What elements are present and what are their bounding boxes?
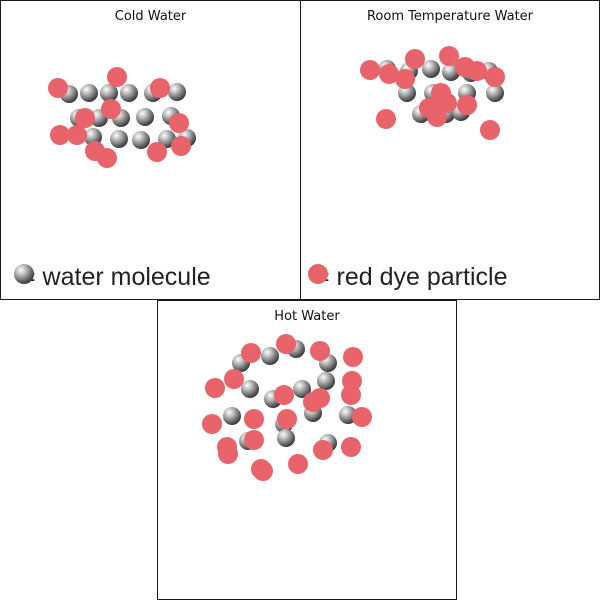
red-dye-particle [342, 371, 362, 391]
legend-water-label: = water molecule [21, 263, 211, 291]
red-dye-particle [97, 148, 117, 168]
red-dye-particle [48, 78, 68, 98]
water-molecule [100, 84, 118, 102]
water-molecule [223, 407, 241, 425]
red-dye-particle [75, 108, 95, 128]
red-dye-particle [244, 409, 264, 429]
legend-dye: = red dye particle [307, 263, 507, 292]
red-dye-particle [67, 125, 87, 145]
red-dye-particle [480, 120, 500, 140]
water-molecule [168, 83, 186, 101]
red-dye-particle [205, 378, 225, 398]
red-dye-particle [343, 347, 363, 367]
red-dye-particle [107, 67, 127, 87]
red-dye-particle [50, 125, 70, 145]
red-dye-particle [244, 430, 264, 450]
red-dye-particle [224, 369, 244, 389]
hot-water-panel: Hot Water [157, 300, 457, 600]
cold-water-panel: Cold Water = water molecule [0, 0, 301, 300]
water-molecule [293, 380, 311, 398]
red-dye-particle [303, 392, 323, 412]
water-molecule [80, 84, 98, 102]
red-dye-particle [150, 78, 170, 98]
red-dye-particle [341, 437, 361, 457]
cold-water-title: Cold Water [114, 9, 187, 24]
red-dye-particle [274, 385, 294, 405]
red-dye-particle [147, 142, 167, 162]
hot-water-particles [202, 334, 372, 481]
red-dye-particle [277, 409, 297, 429]
room-temperature-water-title: Room Temperature Water [366, 9, 534, 24]
red-dye-particle [276, 334, 296, 354]
water-molecule [261, 347, 279, 365]
hot-water-title: Hot Water [274, 309, 340, 324]
water-molecule [241, 380, 259, 398]
water-molecule [132, 131, 150, 149]
water-molecule [110, 130, 128, 148]
red-dye-particle [379, 64, 399, 84]
red-dye-particle [439, 46, 459, 66]
red-dye-particle [310, 341, 330, 361]
red-dye-particle [352, 407, 372, 427]
water-molecule [277, 429, 295, 447]
room-water-particles [360, 46, 505, 140]
red-dot-icon [308, 264, 328, 284]
red-dye-particle [313, 440, 333, 460]
water-molecule [317, 372, 335, 390]
red-dye-particle [169, 113, 189, 133]
red-dye-particle [202, 414, 222, 434]
room-temperature-water-panel: Room Temperature Water = red dye particl… [300, 0, 600, 300]
red-dye-particle [171, 136, 191, 156]
red-dye-particle [218, 444, 238, 464]
red-dye-particle [251, 459, 271, 479]
red-dye-particle [485, 67, 505, 87]
water-molecule [422, 60, 440, 78]
water-molecule [120, 84, 138, 102]
cold-water-particles [48, 67, 196, 168]
red-dye-particle [395, 69, 415, 89]
red-dye-particle [360, 60, 380, 80]
water-molecule [486, 84, 504, 102]
red-dye-particle [101, 99, 121, 119]
red-dye-particle [467, 61, 487, 81]
red-dye-particle [437, 93, 457, 113]
water-molecule [136, 108, 154, 126]
legend-dye-label: = red dye particle [315, 263, 508, 291]
gray-sphere-icon [14, 264, 34, 284]
legend-water: = water molecule [13, 263, 211, 292]
red-dye-particle [241, 343, 261, 363]
red-dye-particle [376, 109, 396, 129]
red-dye-particle [457, 95, 477, 115]
red-dye-particle [405, 49, 425, 69]
red-dye-particle [288, 454, 308, 474]
red-dye-particle [427, 107, 447, 127]
